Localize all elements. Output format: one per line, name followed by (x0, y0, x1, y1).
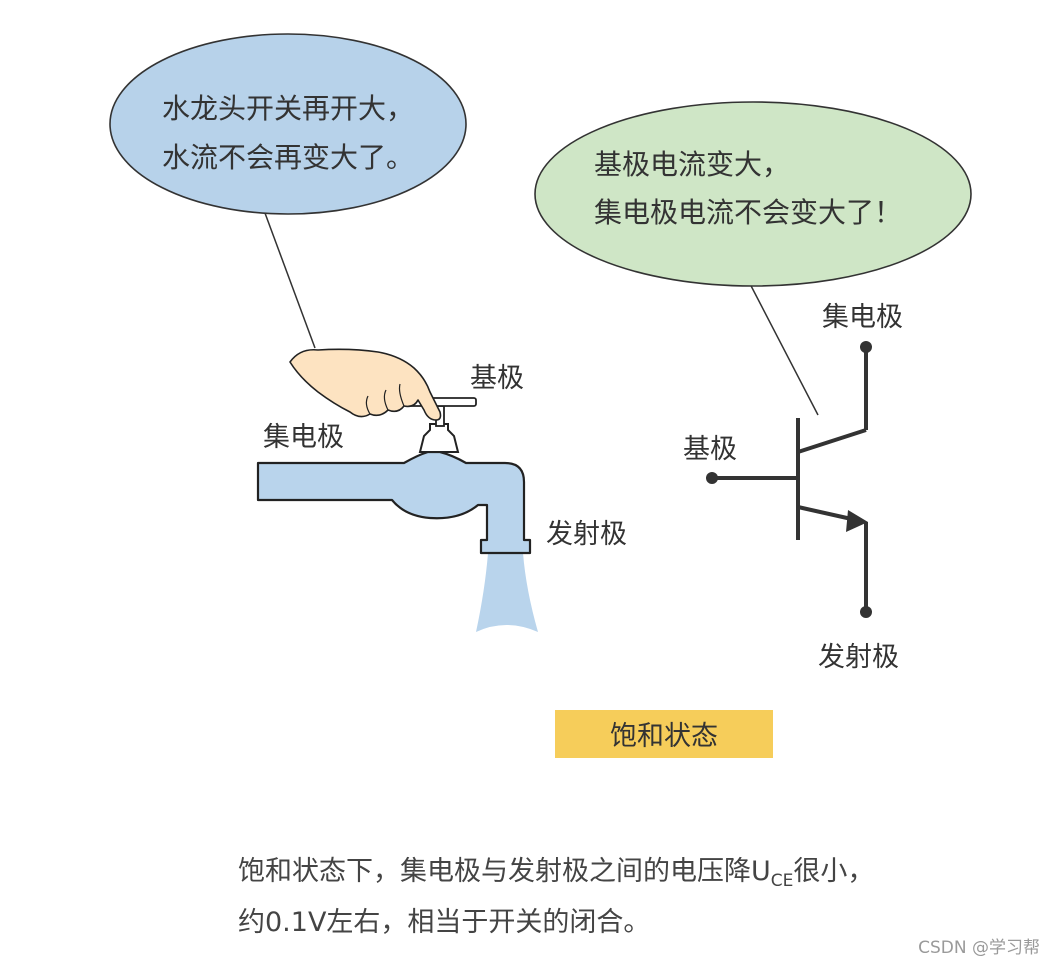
transistor-emitter-diagonal (797, 505, 857, 522)
faucet-illustration (256, 348, 538, 632)
water-pipe (256, 450, 532, 555)
transistor-label-collector: 集电极 (822, 302, 903, 333)
collector-terminal (860, 341, 872, 353)
watermark: CSDN @学习帮 (918, 938, 1040, 958)
faucet-label-emitter: 发射极 (546, 519, 627, 550)
faucet-bubble-line-1: 水龙头开关再开大， (162, 92, 414, 125)
caption-line-2: 约0.1V左右，相当于开关的闭合。 (238, 907, 651, 938)
water-stream (476, 553, 538, 632)
faucet-bubble-shape (109, 33, 467, 215)
state-tag-text: 饱和状态 (610, 721, 718, 752)
faucet-label-collector: 集电极 (263, 422, 344, 453)
faucet-bubble-line-2: 水流不会再变大了。 (162, 141, 414, 174)
transistor-bubble-line-1: 基极电流变大， (594, 148, 790, 181)
transistor-speech-bubble: 基极电流变大， 集电极电流不会变大了！ (534, 101, 972, 416)
caption-line-1-subscript: CE (770, 871, 794, 891)
state-tag: 饱和状态 (555, 710, 773, 758)
faucet-label-base: 基极 (470, 363, 524, 394)
caption-line-1: 饱和状态下，集电极与发射极之间的电压降UCE很小， (238, 848, 1038, 899)
hand-icon (289, 348, 442, 421)
caption: 饱和状态下，集电极与发射极之间的电压降UCE很小， 约0.1V左右，相当于开关的… (238, 848, 1038, 947)
caption-line-1-prefix: 饱和状态下，集电极与发射极之间的电压降U (238, 856, 771, 887)
transistor-label-emitter: 发射极 (818, 642, 899, 673)
faucet-speech-bubble: 水龙头开关再开大， 水流不会再变大了。 (109, 33, 467, 349)
transistor-label-base: 基极 (683, 434, 737, 465)
transistor-collector-diagonal (797, 428, 867, 454)
emitter-terminal (860, 606, 872, 618)
transistor-bubble-shape (534, 101, 972, 287)
transistor-symbol (712, 347, 868, 612)
transistor-bubble-line-2: 集电极电流不会变大了！ (594, 196, 902, 229)
state-tag-background (555, 710, 773, 758)
caption-line-1-suffix: 很小， (793, 856, 875, 887)
faucet-valve (418, 423, 460, 453)
emitter-arrow-icon (846, 510, 868, 532)
base-terminal (706, 472, 718, 484)
